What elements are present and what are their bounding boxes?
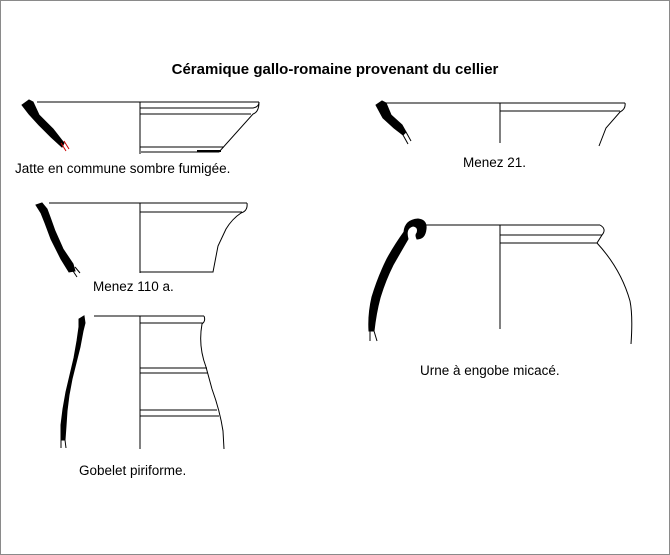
caption-menez21: Menez 21.: [463, 155, 527, 170]
urne-profile-tail: [369, 330, 378, 342]
gobelet-profile-tail: [60, 439, 67, 449]
figure-title: Céramique gallo-romaine provenant du cel…: [171, 61, 499, 78]
caption-gobelet: Gobelet piriforme.: [79, 463, 187, 478]
menez110a-profile-section: [35, 202, 76, 273]
menez21-outer-profile: [598, 102, 626, 147]
gobelet-drawing: [60, 315, 225, 450]
caption-jatte: Jatte en commune sombre fumigée.: [15, 161, 231, 176]
menez21-profile-section: [375, 100, 407, 136]
menez21-profile-tail: [402, 131, 412, 145]
caption-urne: Urne à engobe micacé.: [420, 363, 560, 378]
gobelet-outer-profile: [200, 315, 225, 450]
jatte-outer-profile: [140, 101, 260, 153]
jatte-drawing: [21, 99, 260, 154]
urne-profile-section: [368, 218, 427, 332]
gobelet-profile-section: [60, 315, 86, 441]
urne-outer-profile: [596, 224, 633, 345]
urne-drawing: [368, 218, 633, 345]
menez110a-drawing: [35, 202, 248, 278]
jatte-red-lines: [60, 140, 70, 152]
caption-menez110a: Menez 110 a.: [93, 279, 174, 294]
menez110a-outer-profile: [140, 202, 248, 273]
menez21-drawing: [375, 100, 626, 147]
menez110a-profile-tail: [72, 266, 81, 278]
jatte-profile-section: [21, 99, 65, 148]
